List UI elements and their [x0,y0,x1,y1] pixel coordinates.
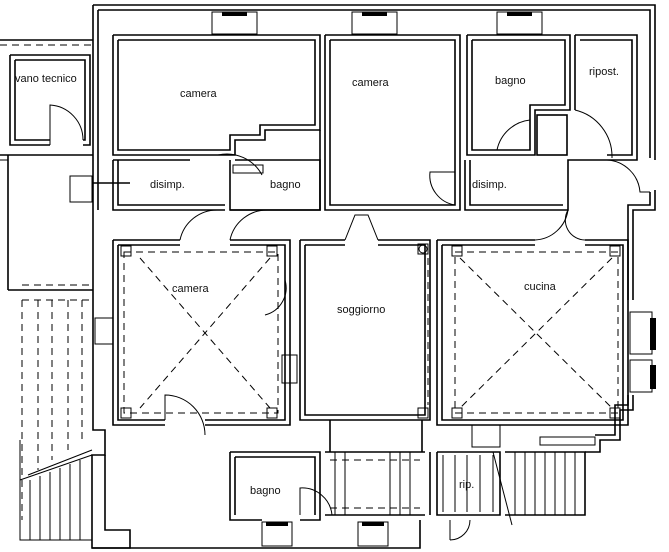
camera-top-center-walls [324,11,461,211]
camera-top-left-walls [112,11,321,156]
disimpegno-right-walls [429,119,650,211]
ripostiglio-bottom-walls [436,451,513,541]
room-label-ripostiglio-bottom: rip. [459,479,474,491]
room-label-soggiorno: soggiorno [337,304,385,316]
room-label-disimpegno-left: disimp. [150,179,185,191]
stairs-right [505,451,586,516]
room-label-cucina: cucina [524,281,557,293]
room-label-bagno-bottom: bagno [250,485,281,497]
ripostiglio-walls [574,34,638,161]
outer-walls [91,4,656,549]
corridor-lower [325,420,425,547]
camera-middle-walls [94,209,298,436]
room-label-bagno-center: bagno [270,179,301,191]
room-label-camera-middle: camera [172,283,210,295]
room-label-camera-top-center: camera [352,77,390,89]
room-label-disimpegno-right: disimp. [472,179,507,191]
exterior-left [0,39,130,541]
room-label-vano-tecnico: vano tecnico [15,73,77,85]
disimpegno-left-walls [112,153,321,211]
soggiorno-walls [299,214,431,421]
bagno-center-walls [229,130,321,211]
bagno-bottom-walls [229,451,333,547]
vano-tecnico-room [9,54,91,146]
room-label-bagno-top-right: bagno [495,75,526,87]
cucina-walls [436,209,656,448]
room-label-camera-top-left: camera [180,88,218,100]
bagno-top-right-walls [466,11,571,156]
room-labels: vano tecnico camera camera bagno ripost.… [15,66,619,497]
room-label-ripostiglio: ripost. [589,66,619,78]
